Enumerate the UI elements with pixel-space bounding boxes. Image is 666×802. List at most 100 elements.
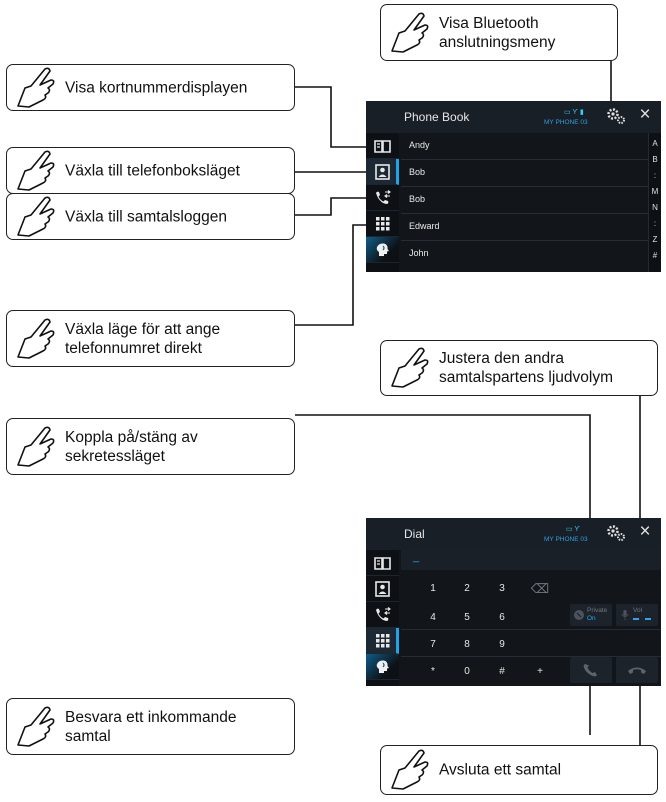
- key-8[interactable]: 8: [464, 639, 470, 650]
- callout-answer: Besvara ett inkommande samtal: [6, 698, 295, 755]
- alpha-letter[interactable]: Z: [652, 235, 658, 244]
- call-log-button[interactable]: [366, 185, 399, 211]
- bluetooth-settings-gear-icon[interactable]: [606, 107, 626, 125]
- callout-text: Justera den andra samtalspartens ljudvol…: [439, 350, 614, 386]
- phonebook-mode-button[interactable]: [366, 159, 399, 185]
- callout-text: Avsluta ett samtal: [439, 761, 562, 779]
- device-name: MY PHONE 03: [544, 119, 588, 126]
- privacy-label: Private: [587, 607, 608, 614]
- keypad-icon: [376, 634, 390, 648]
- key-3[interactable]: 3: [499, 583, 505, 594]
- contact-card-icon: [375, 581, 390, 597]
- end-call-button[interactable]: [616, 657, 658, 683]
- private-talk-icon: [574, 610, 584, 620]
- volume-label: Vol: [633, 607, 643, 614]
- voice-recognition-button[interactable]: [366, 654, 399, 680]
- direct-dial-button[interactable]: [366, 628, 399, 654]
- direct-dial-button[interactable]: [366, 211, 399, 237]
- pointing-hand-icon: [17, 67, 55, 108]
- signal-battery-status-icon: ▭ Ƴ: [566, 526, 580, 533]
- speed-dial-button[interactable]: [366, 550, 399, 576]
- callout-text: Besvara ett inkommande samtal: [65, 708, 237, 745]
- dial-number-field[interactable]: _: [401, 550, 661, 570]
- callout-text: Växla till samtalsloggen: [65, 208, 227, 225]
- microphone-icon: [621, 610, 629, 620]
- bluetooth-settings-gear-icon[interactable]: [606, 524, 626, 542]
- key-1[interactable]: 1: [430, 583, 436, 594]
- device-name: MY PHONE 03: [544, 536, 588, 543]
- key-5[interactable]: 5: [464, 612, 470, 623]
- phonebook-mode-button[interactable]: [366, 576, 399, 602]
- pointing-hand-icon: [17, 150, 55, 191]
- key-7[interactable]: 7: [430, 639, 436, 650]
- phone-hangup-icon: [628, 667, 646, 674]
- speed-dial-button[interactable]: [366, 133, 399, 159]
- backspace-icon[interactable]: ⌫: [530, 581, 550, 596]
- contact-row[interactable]: Bob: [401, 187, 649, 214]
- dial-header: Dial ▭ Ƴ MY PHONE 03 ×: [366, 518, 661, 550]
- contact-name: Andy: [409, 140, 430, 150]
- pointing-hand-icon: [391, 12, 429, 53]
- close-icon[interactable]: ×: [639, 521, 651, 542]
- contact-row[interactable]: Edward: [401, 214, 649, 241]
- book-icon: [374, 140, 391, 153]
- callout-phonebook-mode: Växla till telefonboksläget: [6, 147, 295, 194]
- keypad-divider: [401, 656, 661, 657]
- callout-call-log: Växla till samtalsloggen: [6, 193, 295, 240]
- alpha-letter[interactable]: A: [652, 139, 658, 148]
- voice-recognition-button[interactable]: [366, 237, 399, 263]
- alpha-letter: :: [653, 171, 657, 180]
- key-2[interactable]: 2: [464, 583, 470, 594]
- contact-card-icon: [375, 164, 390, 180]
- pointing-hand-icon: [17, 706, 55, 747]
- contact-row[interactable]: Bob: [401, 160, 649, 187]
- answer-call-button[interactable]: [570, 657, 612, 683]
- pointing-hand-icon: [391, 347, 429, 388]
- callout-text: Växla läge för att ange telefonnumret di…: [65, 320, 221, 357]
- volume-button[interactable]: Vol: [616, 604, 658, 626]
- contact-row[interactable]: John: [401, 241, 649, 267]
- dial-number-text: _: [413, 551, 420, 563]
- contact-name: Bob: [409, 194, 426, 204]
- alpha-letter[interactable]: #: [652, 251, 658, 260]
- close-icon[interactable]: ×: [639, 104, 651, 125]
- keypad-icon: [376, 217, 390, 231]
- volume-level-bar: [633, 618, 651, 622]
- callout-privacy: Koppla på/stäng av sekretessläget: [6, 418, 295, 475]
- dial-title: Dial: [404, 527, 425, 541]
- voice-head-icon: [376, 243, 389, 256]
- callout-speed-dial: Visa kortnummerdisplayen: [6, 64, 295, 111]
- key-4[interactable]: 4: [430, 612, 436, 623]
- callout-volume: Justera den andra samtalspartens ljudvol…: [380, 340, 658, 396]
- mode-sidebar: [366, 550, 399, 686]
- alpha-letter: :: [653, 219, 657, 228]
- pointing-hand-icon: [17, 318, 55, 359]
- key-plus[interactable]: +: [537, 666, 543, 677]
- call-log-button[interactable]: [366, 602, 399, 628]
- alpha-letter[interactable]: M: [651, 187, 659, 196]
- contact-name: Bob: [409, 167, 426, 177]
- key-9[interactable]: 9: [499, 639, 505, 650]
- contact-row[interactable]: Andy: [401, 133, 649, 160]
- dial-screen: Dial ▭ Ƴ MY PHONE 03 × _ 1 2 3 4 5: [366, 518, 661, 686]
- callout-text: Koppla på/stäng av sekretessläget: [65, 428, 198, 465]
- call-history-icon: [376, 607, 391, 621]
- key-hash[interactable]: #: [499, 666, 505, 677]
- contact-list: Andy Bob Bob Edward John: [401, 133, 649, 272]
- alpha-letter[interactable]: B: [652, 155, 658, 164]
- pointing-hand-icon: [391, 749, 429, 790]
- contact-name: John: [409, 248, 429, 258]
- key-star[interactable]: *: [431, 666, 435, 677]
- privacy-mode-button[interactable]: Private On: [570, 604, 612, 626]
- pointing-hand-icon: [17, 196, 55, 237]
- alphabet-index[interactable]: A B : M N : Z #: [648, 133, 661, 272]
- mode-sidebar: [366, 133, 399, 272]
- signal-battery-status-icon: ▭ Ƴ ▮: [564, 109, 584, 116]
- key-0[interactable]: 0: [464, 666, 470, 677]
- callout-direct-dial: Växla läge för att ange telefonnumret di…: [6, 310, 295, 367]
- alpha-letter[interactable]: N: [652, 203, 658, 212]
- book-icon: [374, 557, 391, 570]
- key-6[interactable]: 6: [499, 612, 505, 623]
- privacy-value: On: [587, 615, 596, 622]
- voice-head-icon: [376, 660, 389, 673]
